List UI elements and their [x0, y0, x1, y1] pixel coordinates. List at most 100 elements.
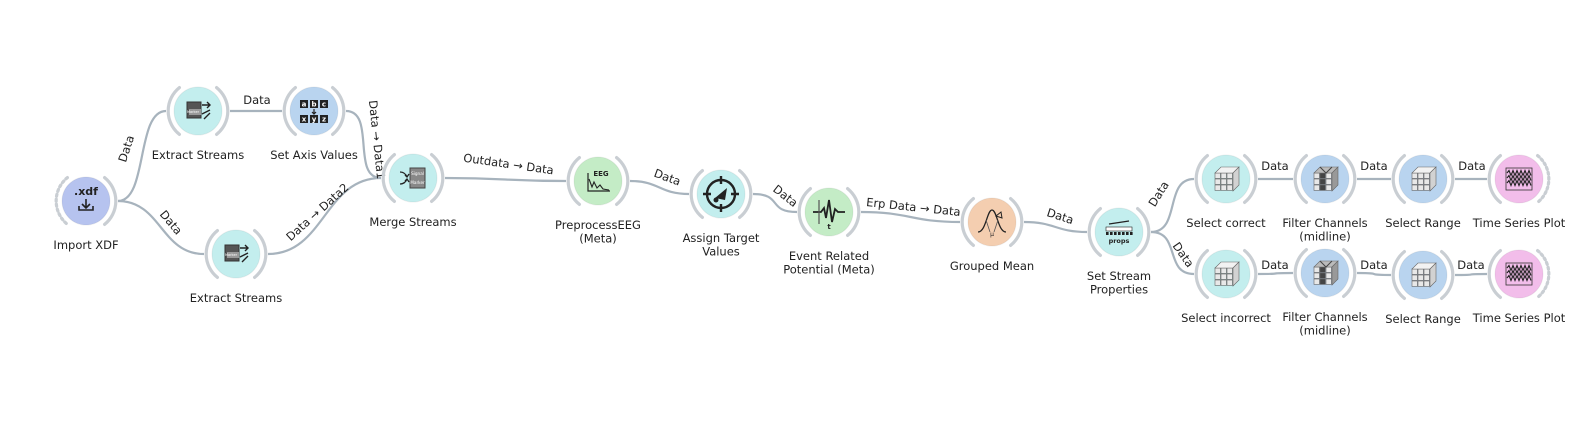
- link-set_props-to-select_correct[interactable]: [1150, 177, 1195, 234]
- node-label: Import XDF: [53, 238, 118, 252]
- output-anchor[interactable]: [1342, 248, 1357, 298]
- node-circle[interactable]: [1494, 249, 1544, 299]
- node-select-incorrect[interactable]: Select incorrect: [1181, 249, 1271, 325]
- output-anchor[interactable]: [1440, 250, 1455, 300]
- link-label: Data: [243, 93, 270, 107]
- link-filter_bottom-to-range_bottom[interactable]: [1356, 271, 1392, 277]
- link-grouped_mean-to-set_props[interactable]: [1023, 220, 1088, 234]
- eeg-icon: EEG: [587, 170, 610, 192]
- node-range-top[interactable]: Select Range: [1385, 154, 1461, 230]
- output-anchor[interactable]: [430, 153, 445, 203]
- node-plot-top[interactable]: Time Series Plot: [1472, 154, 1566, 230]
- output-anchor[interactable]: [1136, 207, 1151, 257]
- link-import_xdf-to-extract_top[interactable]: [117, 109, 167, 203]
- marker-text: Marker: [410, 180, 425, 185]
- link-label: Data: [1457, 258, 1484, 272]
- node-preprocess[interactable]: EEG PreprocessEEG(Meta): [555, 156, 641, 246]
- eeg-text: EEG: [593, 170, 609, 178]
- t-text: t: [827, 223, 831, 231]
- input-anchor[interactable]: [1391, 154, 1406, 204]
- input-anchor[interactable]: [282, 86, 297, 136]
- time-series-icon: [1505, 167, 1533, 191]
- cube-icon: [1214, 166, 1240, 192]
- links-layer: [117, 109, 1488, 277]
- erp-waveform-icon: t: [813, 199, 845, 231]
- cube-icon: [1411, 166, 1437, 192]
- node-label: Filter Channels(midline): [1282, 216, 1367, 244]
- link-assign-to-erp[interactable]: [752, 192, 798, 214]
- link-erp-to-grouped_mean[interactable]: [860, 210, 961, 224]
- link-import_xdf-to-extract_bottom[interactable]: [117, 199, 205, 256]
- link-merge-to-preprocess[interactable]: [444, 176, 567, 183]
- input-anchor[interactable]: [1194, 154, 1209, 204]
- output-anchor[interactable]: [615, 156, 630, 206]
- output-anchor[interactable]: [738, 169, 753, 219]
- link-label: Data: [1261, 159, 1288, 173]
- output-anchor[interactable]: [1243, 154, 1258, 204]
- input-anchor[interactable]: [797, 187, 812, 237]
- node-label: Set Axis Values: [270, 148, 358, 162]
- input-anchor[interactable]: [689, 169, 704, 219]
- link-select_incorrect-to-filter_bottom[interactable]: [1257, 271, 1294, 276]
- node-filter-top[interactable]: Filter Channels(midline): [1282, 154, 1368, 244]
- input-anchor[interactable]: [381, 153, 396, 203]
- node-circle[interactable]: [804, 187, 854, 237]
- node-circle[interactable]: [967, 197, 1017, 247]
- link-range_bottom-to-plot_bottom[interactable]: [1454, 272, 1488, 277]
- output-anchor[interactable]: [331, 86, 346, 136]
- node-label: Select Range: [1385, 312, 1461, 326]
- input-anchor[interactable]: [1293, 154, 1308, 204]
- input-anchor[interactable]: [166, 86, 181, 136]
- node-select-correct[interactable]: Select correct: [1186, 154, 1266, 230]
- cube-icon: [1411, 262, 1437, 288]
- input-anchor[interactable]: [960, 197, 975, 247]
- input-anchor[interactable]: [204, 229, 219, 279]
- input-anchor[interactable]: [1487, 154, 1502, 204]
- target-icon: [703, 176, 739, 212]
- node-range-bottom[interactable]: Select Range: [1385, 250, 1461, 326]
- link-set_props-to-select_incorrect[interactable]: [1150, 230, 1195, 276]
- output-anchor[interactable]: [1009, 197, 1024, 247]
- xdf-import-icon: .xdf: [74, 185, 98, 211]
- time-series-icon: [1505, 262, 1533, 286]
- output-anchor[interactable]: [846, 187, 861, 237]
- node-circle[interactable]: [1494, 154, 1544, 204]
- output-anchor[interactable]: [215, 86, 230, 136]
- input-anchor[interactable]: [1293, 248, 1308, 298]
- node-plot-bottom[interactable]: Time Series Plot: [1472, 249, 1566, 325]
- input-anchor[interactable]: [1487, 249, 1502, 299]
- input-anchor[interactable]: [1194, 249, 1209, 299]
- link-label: Data: [1045, 205, 1075, 227]
- input-anchor[interactable]: [1087, 207, 1102, 257]
- output-anchor[interactable]: [253, 229, 268, 279]
- output-anchor[interactable]: [1342, 154, 1357, 204]
- output-anchor[interactable]: [1440, 154, 1455, 204]
- link-extract_bottom-to-merge[interactable]: [267, 176, 382, 256]
- link-preprocess-to-assign[interactable]: [629, 179, 690, 196]
- link-label: Data: [1261, 258, 1288, 272]
- cube-slice-icon: [1313, 166, 1339, 192]
- signal-text: Signal: [411, 171, 424, 176]
- node-circle[interactable]: [573, 156, 623, 206]
- axis-letter: a: [302, 101, 307, 109]
- input-anchor[interactable]: [1391, 250, 1406, 300]
- link-set_axis-to-merge[interactable]: [345, 109, 382, 180]
- output-anchor[interactable]: [103, 176, 118, 226]
- props-text: props: [1109, 237, 1130, 245]
- node-label: PreprocessEEG(Meta): [555, 218, 641, 246]
- node-filter-bottom[interactable]: Filter Channels(midline): [1282, 248, 1368, 338]
- input-anchor[interactable]: [566, 156, 581, 206]
- output-anchor[interactable]: [1243, 249, 1258, 299]
